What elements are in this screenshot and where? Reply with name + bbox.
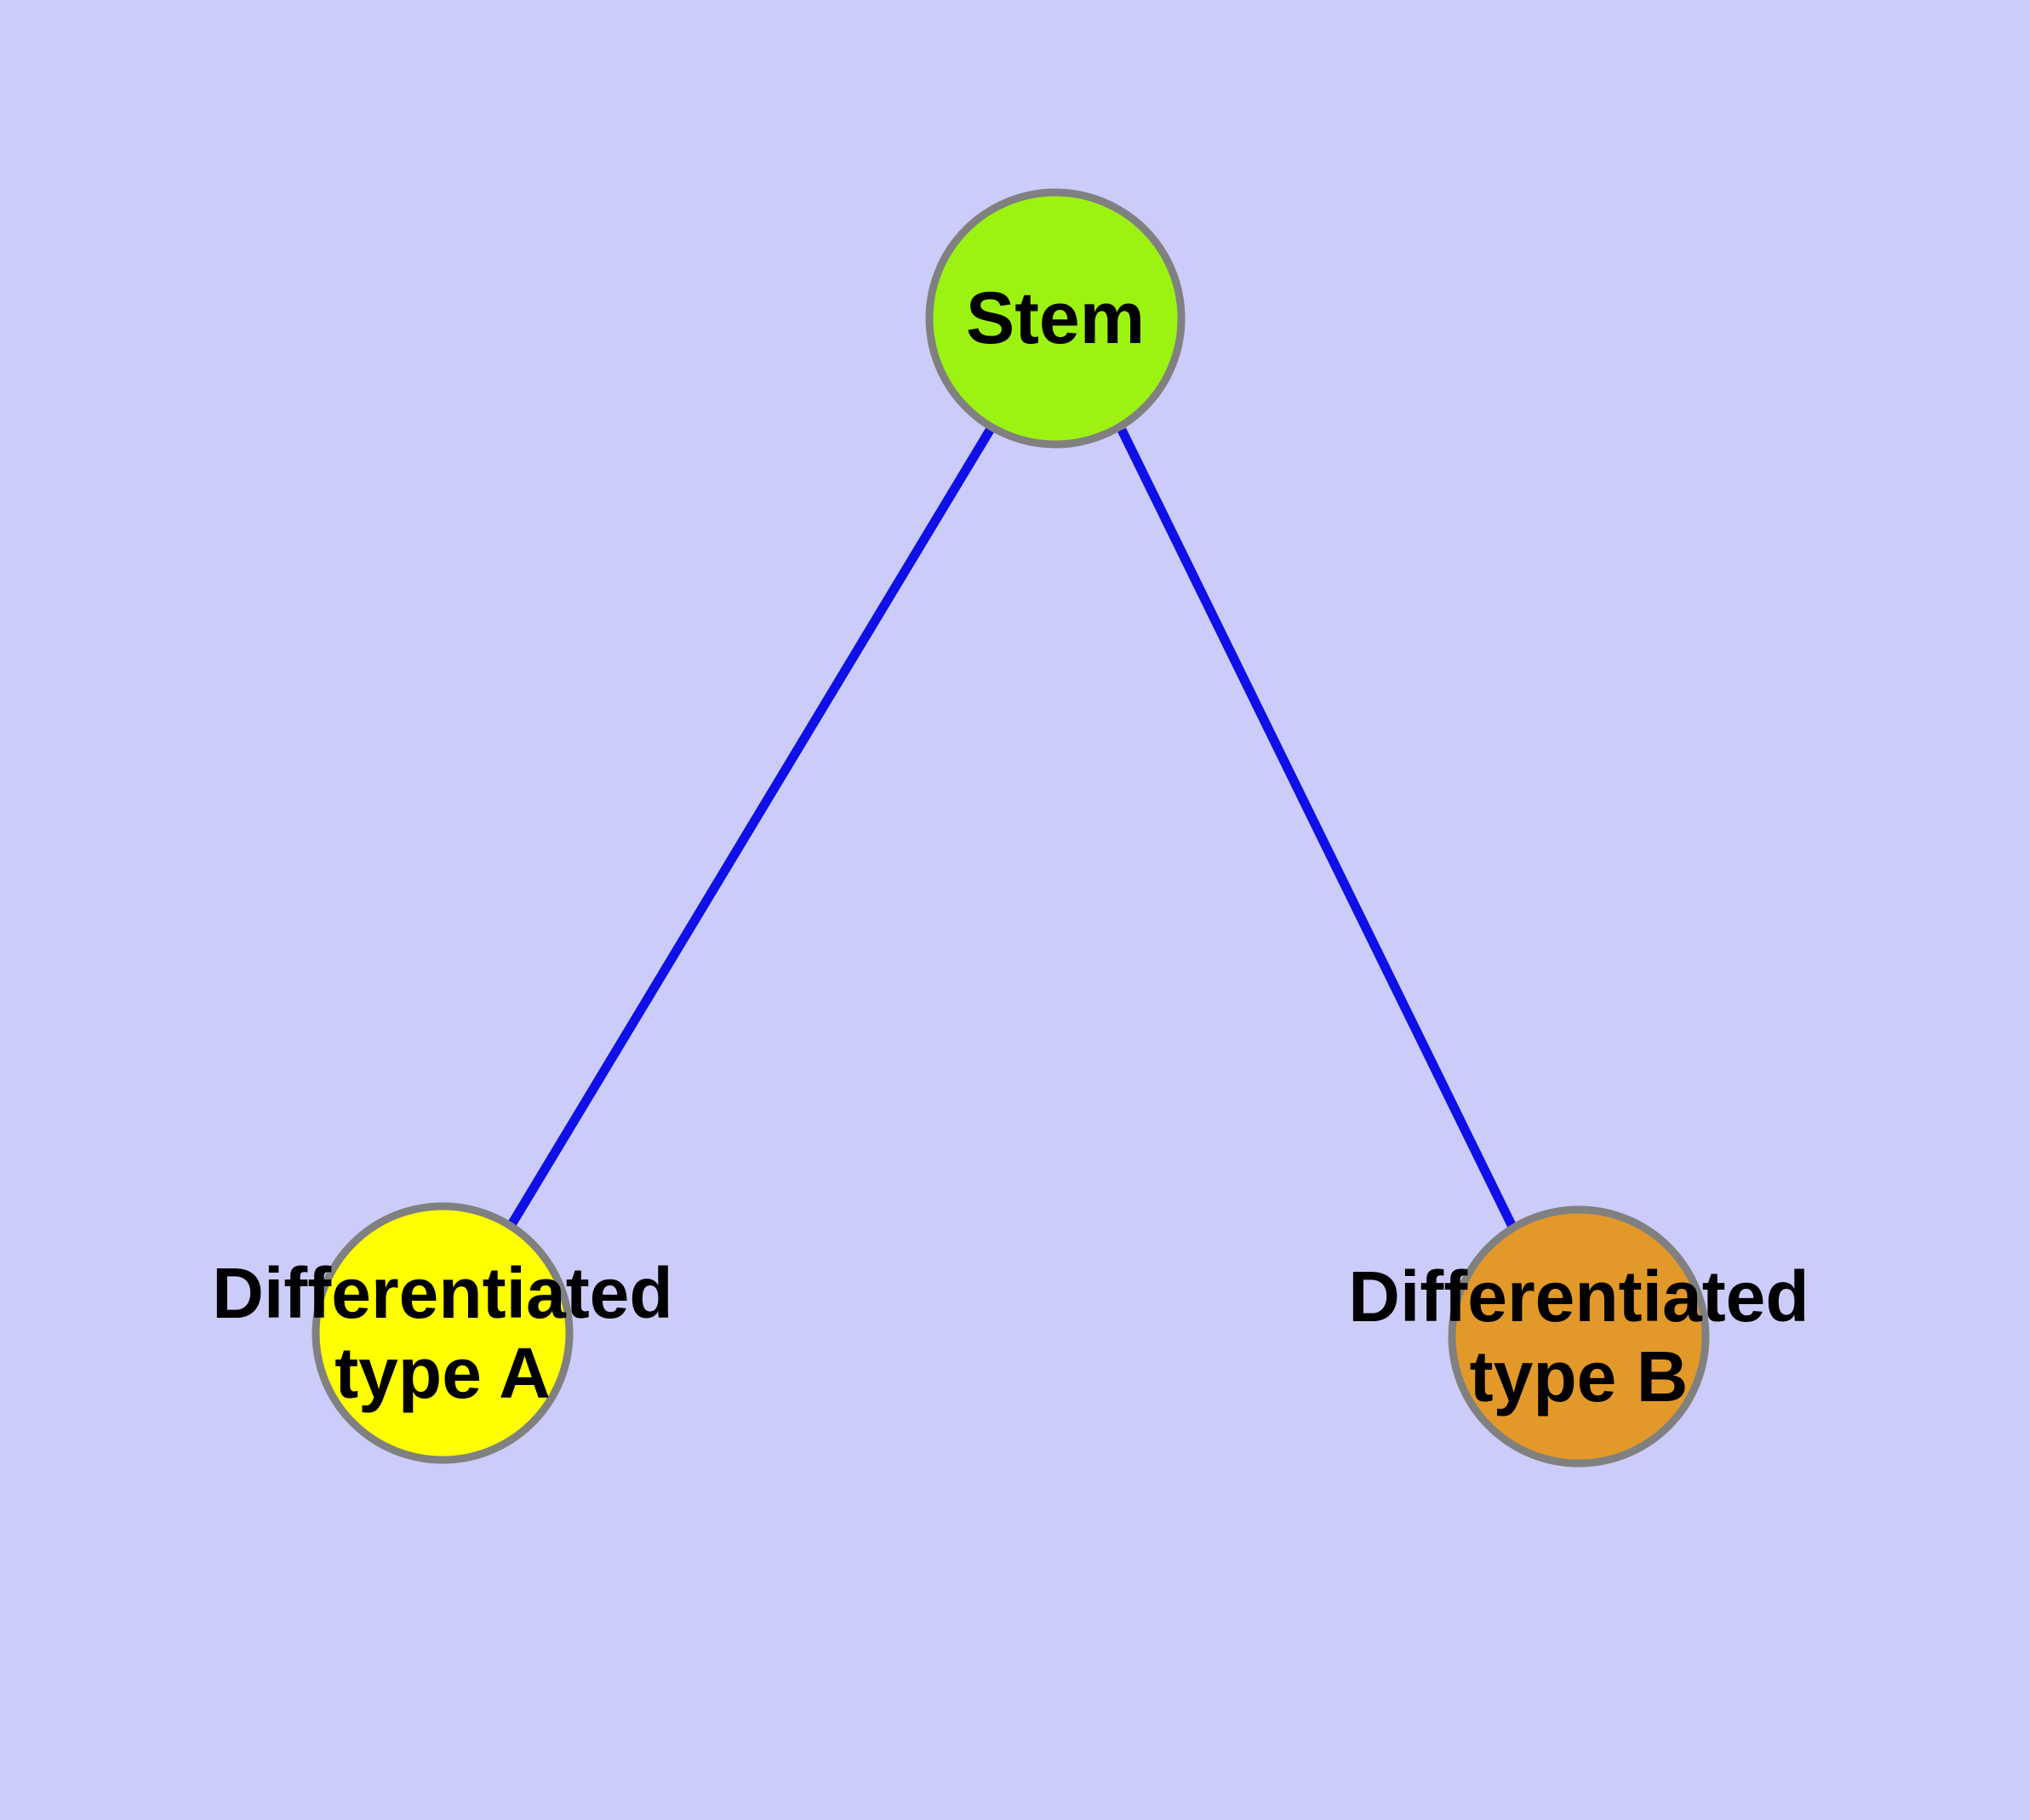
node-differentiated-type-a[interactable] bbox=[311, 1202, 574, 1464]
edge-stem-to-differentiated-type-a[interactable] bbox=[508, 425, 996, 1226]
node-differentiated-type-b[interactable] bbox=[1448, 1205, 1710, 1468]
edge-stem-to-differentiated-type-b[interactable] bbox=[1117, 427, 1517, 1229]
edge-layer bbox=[508, 425, 1517, 1229]
node-stem[interactable] bbox=[925, 188, 1186, 449]
node-layer bbox=[311, 188, 1710, 1468]
